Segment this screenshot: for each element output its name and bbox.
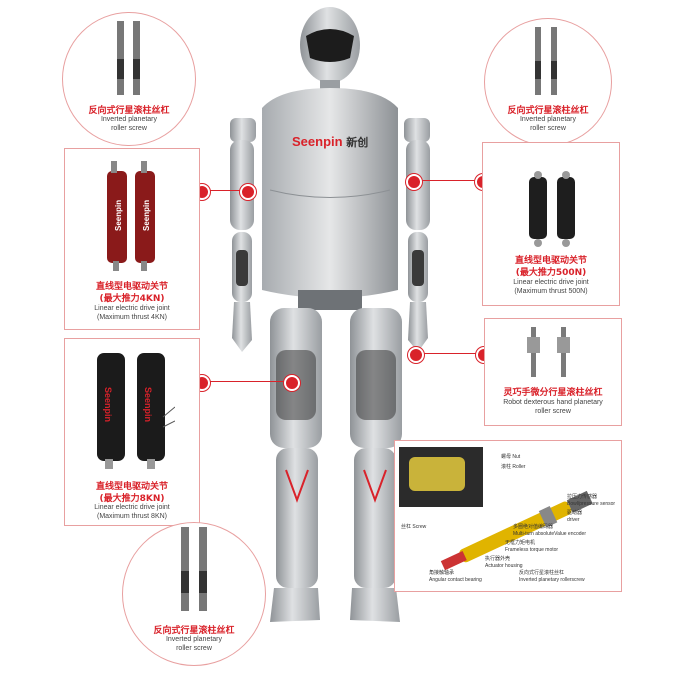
callout-title: 直线型电驱动关节 — [514, 256, 587, 266]
callout-subtitle: (Maximum thrust 4KN) — [96, 314, 167, 321]
callout-subtitle: Inverted planetary — [165, 636, 223, 643]
callout-title: 直线型电驱动关节 — [95, 482, 168, 492]
callout-subtitle: roller screw — [111, 125, 147, 132]
label-ipr: Inverted planetary rollerscrew — [519, 577, 585, 583]
label-motor-zh: 无框力矩电机 — [505, 540, 536, 546]
actuator-image: Seenpin Seenpin — [97, 353, 175, 469]
svg-text:Seenpin: Seenpin — [142, 200, 151, 231]
roller-screw-image — [535, 27, 557, 95]
callout-title: 反向式行星滚柱丝杠 — [507, 106, 589, 116]
svg-text:Seenpin: Seenpin — [143, 387, 153, 422]
label-force-zh: 拉压力传感器 — [567, 494, 598, 500]
label-motor: Frameless torque motor — [505, 547, 559, 553]
callout-subtitle: roller screw — [535, 408, 571, 415]
label-housing-zh: 执行器外壳 — [485, 556, 511, 562]
label-bearing-zh: 角接触轴承 — [429, 570, 455, 576]
connector-line — [412, 180, 482, 181]
callout-arm-left: Seenpin Seenpin 直线型电驱动关节 (最大推力4KN) Linea… — [64, 148, 200, 330]
callout-subtitle: Robot dexterous hand planetary — [503, 399, 603, 406]
actuator-image: Seenpin Seenpin — [107, 161, 155, 271]
callout-subtitle: Inverted planetary — [100, 116, 158, 123]
roller-screw-image — [117, 21, 140, 95]
callout-subtitle: Linear electric drive joint — [513, 279, 589, 286]
callout-arm-right: 直线型电驱动关节 (最大推力500N) Linear electric driv… — [482, 142, 620, 306]
brand-name-zh: 新创 — [346, 136, 369, 149]
marker-dot — [408, 347, 424, 363]
exploded-view: 螺母 Nut 滚柱 Roller 丝杠 Screw 拉压力传感器 Bowl/pr… — [394, 440, 622, 592]
brand-logo: Seenpin 新创 — [292, 134, 368, 150]
connector-line — [200, 190, 246, 191]
label-encoder: Multi-turn absoluteValue encoder — [513, 531, 587, 537]
marker-dot — [284, 375, 300, 391]
label-screw: Screw — [412, 524, 427, 530]
exploded-actuator-image — [399, 447, 593, 571]
callout-subtitle: (Maximum thrust 8KN) — [96, 513, 167, 520]
callout-leg-left: Seenpin Seenpin 直线型电驱动关节 (最大推力8KN) Linea… — [64, 338, 200, 526]
label-encoder-zh: 多圈绝对值编码器 — [513, 524, 554, 530]
callout-title-2: (最大推力8KN) — [99, 494, 165, 504]
label-driver: driver — [567, 517, 580, 523]
callout-hand-right: 灵巧手微分行星滚柱丝杠 Robot dexterous hand planeta… — [484, 318, 622, 426]
roller-screw-image — [181, 527, 207, 611]
label-roller-zh: 滚柱 — [501, 464, 512, 470]
callout-subtitle: Linear electric drive joint — [94, 504, 170, 511]
brand-name: Seenpin — [292, 134, 343, 149]
marker-dot — [406, 174, 422, 190]
label-force: Bowl/pressure sensor — [567, 501, 616, 507]
callout-subtitle: roller screw — [176, 645, 212, 652]
svg-text:Seenpin: Seenpin — [103, 387, 113, 422]
svg-text:Seenpin: Seenpin — [114, 200, 123, 231]
callout-title: 反向式行星滚柱丝杠 — [153, 626, 235, 636]
label-screw-zh: 丝杠 — [401, 524, 412, 530]
connector-line — [200, 381, 290, 382]
label-bearing: Angular contact bearing — [429, 577, 482, 583]
callout-subtitle: Inverted planetary — [519, 116, 577, 123]
callout-title: 反向式行星滚柱丝杠 — [88, 106, 170, 116]
callout-title: 直线型电驱动关节 — [95, 282, 168, 292]
connector-line — [415, 353, 483, 354]
label-nut-zh: 螺母 — [501, 454, 512, 460]
label-housing: Actuator housing — [485, 563, 523, 569]
label-nut: Nut — [512, 454, 521, 460]
actuator-image — [529, 171, 575, 247]
label-roller: Roller — [512, 464, 526, 470]
callout-title-2: (最大推力500N) — [515, 268, 587, 278]
callout-title: 灵巧手微分行星滚柱丝杠 — [503, 388, 603, 398]
callout-top-left: 反向式行星滚柱丝杠 Inverted planetary roller scre… — [62, 12, 196, 146]
callout-top-right: 反向式行星滚柱丝杠 Inverted planetary roller scre… — [484, 18, 612, 146]
callout-subtitle: (Maximum thrust 500N) — [514, 288, 588, 295]
callout-bottom: 反向式行星滚柱丝杠 Inverted planetary roller scre… — [122, 522, 266, 666]
label-driver-zh: 驱动器 — [567, 510, 583, 516]
callout-title-2: (最大推力4KN) — [99, 294, 165, 304]
callout-subtitle: roller screw — [530, 125, 566, 132]
callout-subtitle: Linear electric drive joint — [94, 305, 170, 312]
marker-dot — [240, 184, 256, 200]
roller-screw-image — [527, 327, 570, 377]
label-ipr-zh: 反向式行星滚柱丝杠 — [519, 570, 565, 576]
